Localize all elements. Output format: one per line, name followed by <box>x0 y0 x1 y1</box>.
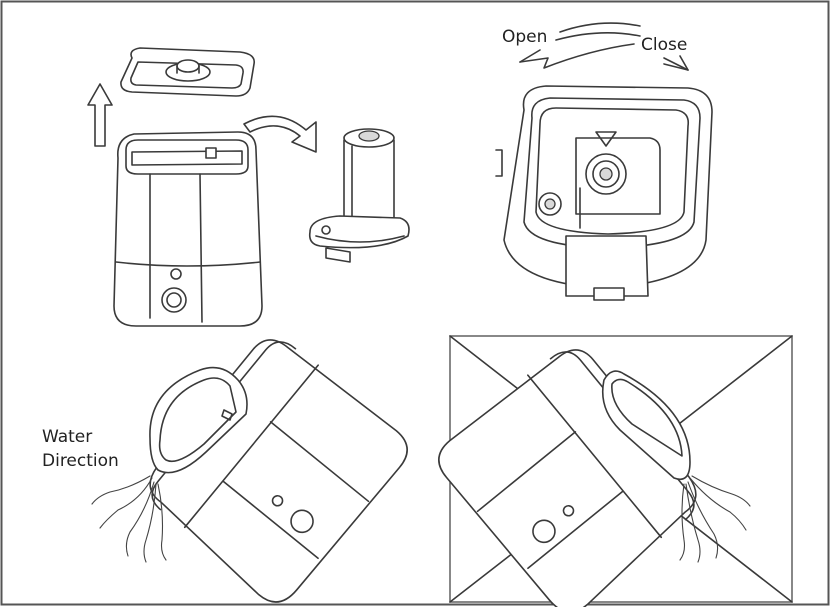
tank-opening-rim <box>149 366 248 474</box>
panel-incorrect-pour <box>438 335 793 607</box>
up-arrow-icon <box>87 83 113 147</box>
open-arrow-icon <box>519 43 635 69</box>
tank-opening-rim-right <box>601 370 691 481</box>
panel-lid-removal <box>87 47 410 327</box>
open-label: Open <box>502 27 548 47</box>
water-streams-left <box>91 475 167 563</box>
water-streams-right <box>679 475 751 563</box>
rotation-arc-top <box>559 22 641 33</box>
direction-label: Direction <box>42 451 119 471</box>
humidifier-top-view <box>495 85 713 301</box>
water-label: Water <box>42 427 93 447</box>
tank-lid <box>120 47 256 97</box>
panel-open-close <box>495 22 713 301</box>
humidifier-body <box>113 131 263 327</box>
atomizer-tube <box>308 128 410 263</box>
panel-correct-pour <box>91 339 408 603</box>
close-label: Close <box>641 35 688 55</box>
curved-arrow-icon <box>243 115 317 153</box>
